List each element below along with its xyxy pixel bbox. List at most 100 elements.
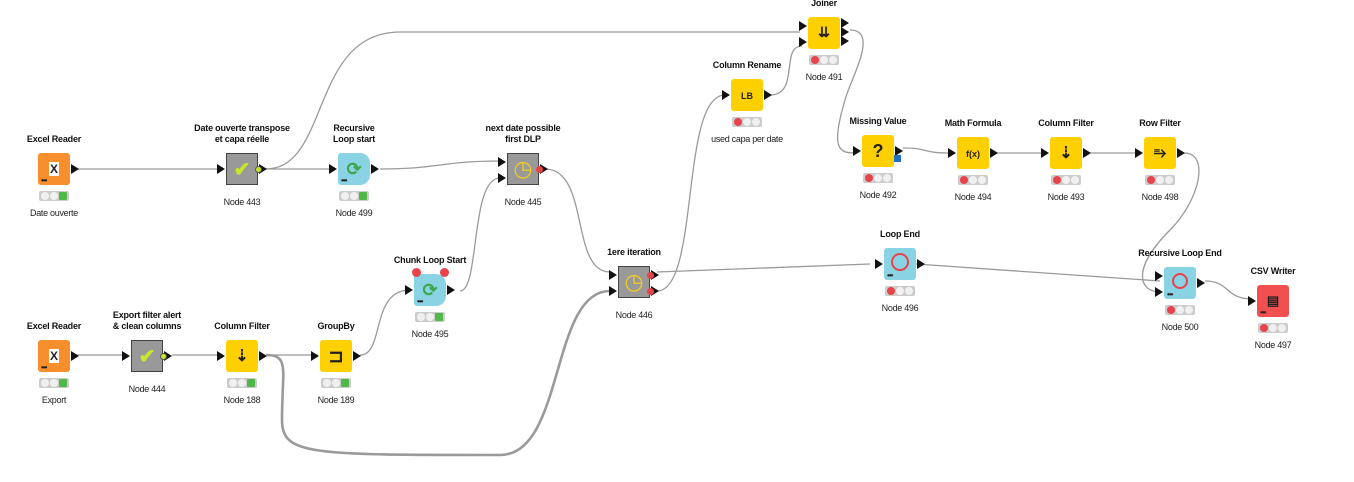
node-title[interactable]: Excel Reader	[26, 321, 82, 331]
input-port[interactable]	[1041, 148, 1049, 158]
input-port[interactable]	[948, 148, 956, 158]
node-label[interactable]: Node 446	[615, 310, 653, 320]
output-port[interactable]	[353, 351, 361, 361]
node-title[interactable]: Chunk Loop Start	[393, 255, 467, 265]
input-port[interactable]	[799, 37, 807, 47]
input-port[interactable]	[311, 351, 319, 361]
node-label[interactable]: Export	[41, 395, 67, 405]
output-port[interactable]	[764, 90, 772, 100]
input-port[interactable]	[722, 90, 730, 100]
column-filter-node-box[interactable]: ⇣	[226, 340, 258, 372]
node-title[interactable]: Row Filter	[1139, 118, 1181, 128]
node-chunk-loop-start[interactable]: Chunk Loop Start ⟳••• Node 495	[370, 255, 490, 339]
input-port[interactable]	[1155, 271, 1163, 281]
output-port[interactable]	[841, 27, 849, 37]
output-port[interactable]	[841, 36, 849, 46]
groupby-node-box[interactable]: ⊐	[320, 340, 352, 372]
input-port[interactable]	[799, 21, 807, 31]
node-label[interactable]: Node 500	[1161, 322, 1199, 332]
node-groupby[interactable]: GroupBy ⊐ Node 189	[276, 321, 396, 405]
chunk-loop-node-box[interactable]: ⟳•••	[414, 274, 446, 306]
check-node-box[interactable]: ✔	[131, 340, 163, 372]
node-column-filter-188[interactable]: Column Filter⇣Node 188	[182, 321, 302, 405]
output-port[interactable]	[1197, 278, 1205, 288]
recursive-loop-end-node-box[interactable]: •••	[1164, 267, 1196, 299]
node-title[interactable]: Export filter alert& clean columns	[87, 310, 207, 332]
node-label[interactable]: Node 492	[859, 190, 897, 200]
input-port[interactable]	[609, 270, 617, 280]
input-port[interactable]	[1135, 148, 1143, 158]
row-filter-node-box[interactable]: ⥱	[1144, 137, 1176, 169]
input-port[interactable]	[217, 164, 225, 174]
input-port[interactable]	[1155, 287, 1163, 297]
excel-reader-node-box[interactable]: X•••	[38, 153, 70, 185]
formula-node-box[interactable]: f(x)	[957, 137, 989, 169]
node-label[interactable]: Node 491	[805, 72, 843, 82]
output-port[interactable]	[447, 285, 455, 295]
output-port[interactable]	[917, 259, 925, 269]
input-port[interactable]	[329, 164, 337, 174]
node-title[interactable]: Excel Reader	[26, 134, 82, 144]
output-port[interactable]	[1083, 148, 1091, 158]
output-port[interactable]	[651, 286, 659, 296]
loop-start-node-box[interactable]: ⟳•••	[338, 153, 370, 185]
input-port[interactable]	[853, 146, 861, 156]
excel-reader-node-box[interactable]: X•••	[38, 340, 70, 372]
node-row-filter[interactable]: Row Filter ⥱ Node 498	[1100, 118, 1220, 202]
node-label[interactable]: Node 445	[504, 197, 542, 207]
node-title[interactable]: GroupBy	[317, 321, 355, 331]
output-port[interactable]	[841, 18, 849, 28]
csv-writer-node-box[interactable]: ▤•••	[1257, 285, 1289, 317]
input-port[interactable]	[498, 173, 506, 183]
node-label[interactable]: Node 495	[411, 329, 449, 339]
joiner-node-box[interactable]: ⇊	[808, 17, 840, 49]
node-metanode-444[interactable]: Export filter alert& clean columns ✔ Node …	[87, 310, 207, 394]
node-label[interactable]: Node 444	[128, 384, 166, 394]
output-port[interactable]	[371, 164, 379, 174]
node-column-filter-493[interactable]: Column Filter⇣Node 493	[1006, 118, 1126, 202]
input-port[interactable]	[498, 157, 506, 167]
output-port[interactable]	[259, 164, 267, 174]
node-title[interactable]: Column Rename	[712, 60, 782, 70]
node-label[interactable]: Node 443	[223, 197, 261, 207]
output-port[interactable]	[540, 164, 548, 174]
node-title[interactable]: 1ere iteration	[607, 247, 661, 257]
output-port[interactable]	[651, 270, 659, 280]
node-label[interactable]: used capa per date	[711, 134, 783, 144]
node-title[interactable]: Recursive Loop End	[1138, 248, 1222, 258]
output-port[interactable]	[71, 164, 79, 174]
node-title[interactable]: CSV Writer	[1250, 266, 1296, 276]
output-port[interactable]	[71, 351, 79, 361]
node-loop-end[interactable]: Loop End•••Node 496	[840, 229, 960, 313]
column-rename-node-box[interactable]: LB	[731, 79, 763, 111]
input-port[interactable]	[1248, 296, 1256, 306]
check-node-box[interactable]: ✔	[226, 153, 258, 185]
input-port[interactable]	[122, 351, 130, 361]
node-title[interactable]: Joiner	[811, 0, 837, 8]
node-label[interactable]: Node 494	[954, 192, 992, 202]
node-label[interactable]: Node 498	[1141, 192, 1179, 202]
input-port[interactable]	[405, 285, 413, 295]
loop-end-node-box[interactable]: •••	[884, 248, 916, 280]
node-label[interactable]: Node 499	[335, 208, 373, 218]
question-node-box[interactable]: ?	[862, 135, 894, 167]
node-title[interactable]: Column Filter	[1038, 118, 1094, 128]
output-port[interactable]	[259, 351, 267, 361]
node-title[interactable]: Column Filter	[214, 321, 270, 331]
node-label[interactable]: Node 189	[317, 395, 355, 405]
model-output-port[interactable]	[894, 155, 901, 162]
column-filter-node-box[interactable]: ⇣	[1050, 137, 1082, 169]
flow-variable-port[interactable]	[440, 268, 449, 277]
output-port[interactable]	[164, 351, 172, 361]
